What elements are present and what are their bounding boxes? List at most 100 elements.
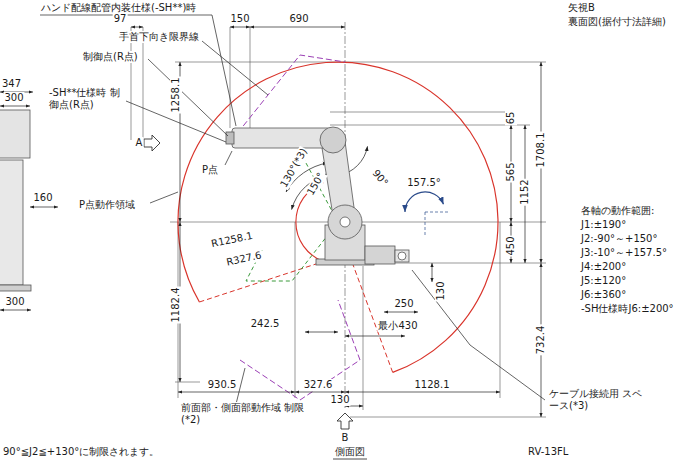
dimension-value: 65 bbox=[505, 111, 517, 126]
robot-arm bbox=[232, 128, 330, 148]
dimension-value: 130 bbox=[435, 280, 447, 301]
dimension-value: 1128.1 bbox=[414, 379, 451, 391]
extension-line bbox=[131, 27, 132, 140]
angle-label: 90° bbox=[369, 167, 391, 190]
radius-label: R327.6 bbox=[224, 249, 263, 269]
view-title: 矢視B bbox=[567, 2, 596, 14]
footnote: 90°≦J2≦+130°に制限されます。 bbox=[2, 446, 160, 458]
axis-range: J5:±120° bbox=[580, 275, 627, 287]
work-envelope bbox=[240, 300, 360, 400]
front-view-partial bbox=[0, 285, 31, 291]
callout-label: 前面部・側面部動作域 制限(*2) bbox=[180, 402, 312, 426]
axis-range: -SH仕様時J6:±200° bbox=[580, 303, 675, 315]
work-envelope bbox=[178, 62, 498, 372]
extension-line bbox=[363, 266, 364, 410]
dimension-line bbox=[0, 106, 30, 107]
robot-arm bbox=[365, 246, 395, 264]
leader-line bbox=[202, 41, 268, 95]
axis-range: J2:-90°～+150° bbox=[580, 233, 658, 245]
robot-arm bbox=[340, 217, 350, 227]
dimension-line bbox=[250, 27, 345, 28]
leader-line bbox=[40, 15, 236, 126]
angle-label: 157.5° bbox=[406, 177, 442, 189]
leader-line bbox=[236, 368, 245, 404]
callout-label: -SH**仕様時 制御点(R点) bbox=[48, 87, 122, 111]
angle-label: 150° bbox=[304, 170, 327, 199]
robot-arm bbox=[320, 127, 346, 153]
dimension-value: 1258.1 bbox=[170, 77, 182, 114]
dimension-value: 565 bbox=[505, 161, 517, 182]
dimension-line bbox=[295, 392, 345, 393]
dimension-value: 160 bbox=[32, 192, 53, 204]
robot-arm bbox=[226, 132, 234, 144]
robot-arm bbox=[328, 205, 362, 239]
extension-line bbox=[175, 62, 546, 63]
dimension-line bbox=[178, 392, 295, 393]
leader-line bbox=[150, 192, 178, 203]
dimension-value: 300 bbox=[4, 296, 25, 308]
dimension-line bbox=[230, 27, 250, 28]
dimension-line bbox=[0, 27, 541, 417]
axis-range: J1:±190° bbox=[580, 219, 627, 231]
dimension-line bbox=[131, 27, 143, 28]
callout-label: P点動作領域 bbox=[78, 199, 136, 211]
leader-line bbox=[148, 59, 228, 136]
view-arrow bbox=[337, 413, 353, 429]
dimension-line bbox=[345, 336, 405, 337]
work-envelope bbox=[178, 55, 498, 400]
dimension-value: 1708.1 bbox=[535, 132, 547, 169]
dimension-value: 327.6 bbox=[303, 379, 334, 391]
callout-label: 手首下向き限界線 bbox=[118, 31, 200, 43]
view-letter: B bbox=[341, 432, 350, 444]
robot-arm bbox=[395, 250, 409, 262]
work-envelope bbox=[199, 262, 323, 303]
extension-line bbox=[250, 27, 251, 128]
dimension-value: 930.5 bbox=[207, 379, 238, 391]
dimension-line bbox=[384, 312, 418, 313]
view-arrow bbox=[333, 459, 367, 460]
axis-range-heading: 各軸の動作範囲: bbox=[580, 205, 655, 217]
view-arrow bbox=[144, 135, 160, 151]
callout-label: 制御点(R点) bbox=[82, 51, 139, 63]
dimension-line bbox=[432, 263, 433, 282]
extension-line bbox=[330, 112, 516, 113]
dimension-value: 690 bbox=[288, 13, 309, 25]
extension-line bbox=[143, 27, 144, 140]
front-view-partial bbox=[0, 160, 23, 285]
extension-line bbox=[295, 222, 296, 398]
dimension-line bbox=[30, 207, 58, 208]
dimension-value: 450 bbox=[505, 235, 517, 256]
robot-arm bbox=[398, 252, 406, 260]
dimension-value: 97 bbox=[113, 13, 128, 25]
dimension-value: 最小430 bbox=[377, 320, 418, 332]
extension-line bbox=[230, 27, 231, 128]
dimension-value: 1152 bbox=[519, 178, 531, 205]
front-view-partial bbox=[0, 110, 30, 158]
view-title: 裏面図(据付寸法詳細) bbox=[567, 16, 667, 28]
view-letter: A bbox=[135, 137, 144, 149]
radius-label: R1258.1 bbox=[209, 230, 254, 251]
axis-range: J3:-10°～+157.5° bbox=[580, 247, 668, 259]
extension-line bbox=[131, 22, 546, 417]
work-envelope bbox=[232, 55, 345, 140]
leader-line bbox=[40, 15, 545, 404]
angle-label: 130°(*3) bbox=[277, 145, 310, 190]
axis-range: J6:±360° bbox=[580, 289, 627, 301]
view-title: 側面図 bbox=[334, 446, 366, 458]
axis-range: J4:±200° bbox=[580, 261, 627, 273]
dimension-line bbox=[345, 392, 500, 393]
dimension-value: 150 bbox=[229, 13, 250, 25]
dimension-line bbox=[0, 310, 31, 311]
leader-line bbox=[412, 270, 545, 400]
angle-arc bbox=[286, 146, 450, 236]
dimension-value: 732.4 bbox=[535, 325, 547, 356]
dimension-value: 250 bbox=[393, 298, 414, 310]
dimension-line bbox=[305, 332, 338, 333]
callout-label: ケーブル接続用 スペース(*3) bbox=[548, 388, 650, 412]
dimension-value: 1182.4 bbox=[170, 287, 182, 324]
front-view-partial bbox=[0, 110, 31, 291]
model-name: RV-13FL bbox=[527, 446, 569, 458]
dimension-value: 242.5 bbox=[250, 318, 281, 330]
dimension-value: 130 bbox=[329, 394, 350, 406]
leader-line bbox=[225, 151, 232, 165]
